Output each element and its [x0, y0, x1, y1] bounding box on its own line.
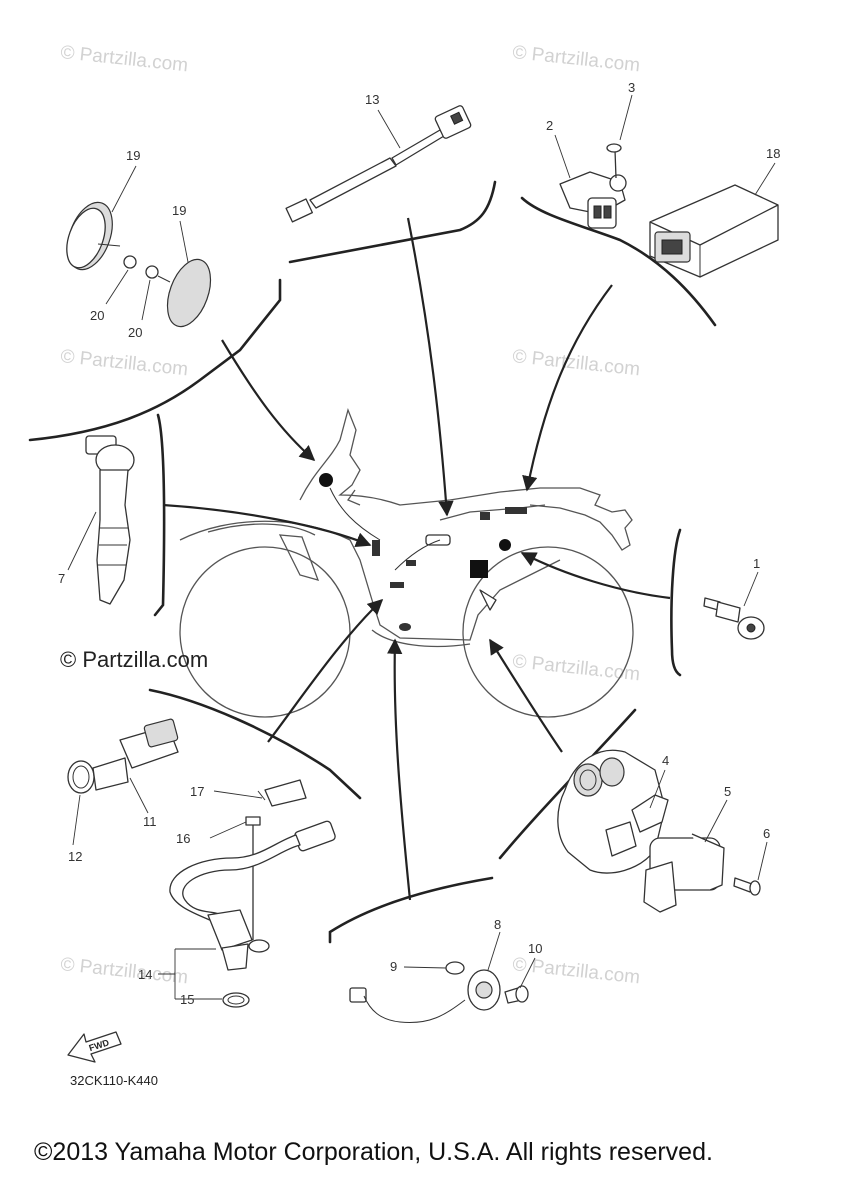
sensor-1: 1	[703, 556, 765, 640]
callout-8: 8	[494, 917, 501, 932]
forward-arrow-icon: FWD	[67, 1031, 122, 1063]
callout-3: 3	[628, 80, 635, 95]
watermark: © Partzilla.com	[59, 42, 189, 76]
partzilla-watermark: © Partzilla.com	[60, 647, 209, 672]
callout-20: 20	[128, 325, 142, 340]
callout-19: 19	[172, 203, 186, 218]
throttle-servo-assembly: 4 5 6	[557, 749, 770, 913]
callout-10: 10	[528, 941, 542, 956]
watermark: © Partzilla.com	[511, 954, 641, 988]
callout-19: 19	[126, 148, 140, 163]
callout-15: 15	[180, 992, 194, 1007]
callout-4: 4	[662, 753, 669, 768]
ignition-coil: 7	[58, 435, 135, 605]
neutral-switch: 8 9 10	[349, 917, 542, 1024]
watermark: © Partzilla.com	[511, 346, 641, 380]
callout-11: 11	[143, 814, 157, 829]
callout-6: 6	[763, 826, 770, 841]
watermark: © Partzilla.com	[511, 651, 641, 685]
copyright-notice: ©2013 Yamaha Motor Corporation, U.S.A. A…	[34, 1138, 713, 1166]
location-markers	[319, 473, 527, 631]
reflector-assembly: 19 19 20 20	[66, 148, 212, 340]
diagram-code: 32CK110-K440	[70, 1073, 158, 1088]
sub-wire-harness: 13	[285, 92, 472, 223]
callout-5: 5	[724, 784, 731, 799]
callout-7: 7	[58, 571, 65, 586]
watermark: © Partzilla.com	[59, 954, 189, 988]
crank-position-sensor: 14 15 16 17	[138, 779, 336, 1008]
callout-20: 20	[90, 308, 104, 323]
callout-16: 16	[176, 831, 190, 846]
callout-18: 18	[766, 146, 780, 161]
callout-2: 2	[546, 118, 553, 133]
temperature-sensor: 11 12	[67, 718, 179, 864]
callout-1: 1	[753, 556, 760, 571]
watermark: © Partzilla.com	[511, 42, 641, 76]
callout-12: 12	[68, 849, 82, 864]
callout-17: 17	[190, 784, 204, 799]
callout-9: 9	[390, 959, 397, 974]
callout-13: 13	[365, 92, 379, 107]
callout-14: 14	[138, 967, 152, 982]
sensor-and-ecu-group: 2 3 18	[546, 80, 780, 278]
watermark: © Partzilla.com	[59, 346, 189, 380]
section-boundaries	[28, 180, 717, 944]
leader-arrows	[162, 217, 671, 901]
